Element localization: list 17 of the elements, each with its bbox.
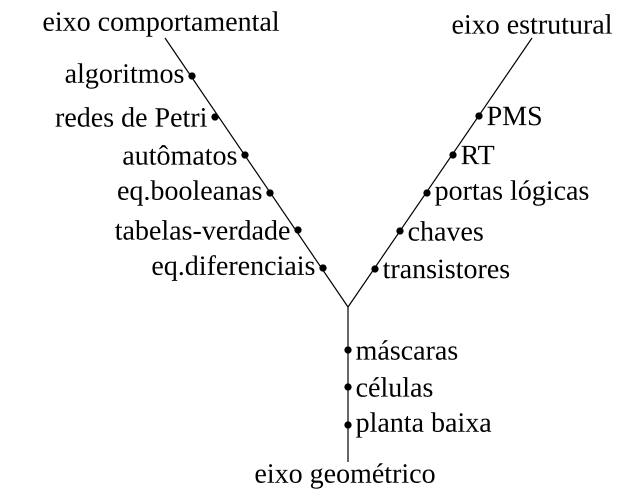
axis-label: redes de Petri (56, 107, 207, 127)
axis-label: PMS (487, 106, 541, 126)
axis-label: células (356, 377, 432, 397)
axis-label: tabelas-verdade (115, 220, 290, 240)
axis-label: eixo estrutural (452, 14, 612, 34)
axis-label: algoritmos (66, 63, 184, 89)
axis-label: eixo geométrico (256, 463, 435, 489)
axis-label: planta baixa (356, 412, 492, 438)
axis-label: máscaras (356, 340, 458, 360)
axis-label: transistores (382, 260, 510, 278)
axis-label: autômatos (123, 145, 236, 165)
axis-label: portas lógicas (435, 180, 588, 206)
axis-label: chaves (408, 221, 483, 241)
axis-label: eq.diferenciais (152, 255, 314, 281)
axis-label: eixo comportamental (44, 11, 280, 37)
axis-label: RT (461, 146, 494, 164)
axis-label: eq.booleanas (118, 180, 262, 206)
